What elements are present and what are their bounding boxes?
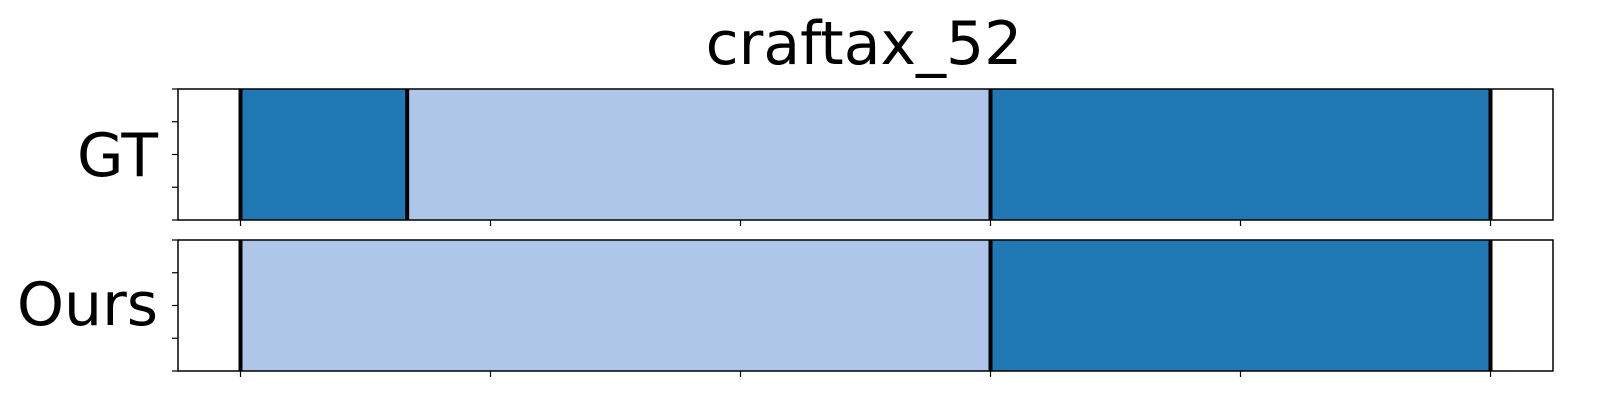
row-ours: Ours xyxy=(17,239,1554,377)
segment-gt-2 xyxy=(407,89,991,220)
chart-title: craftax_52 xyxy=(706,9,1023,79)
segment-gt-3 xyxy=(990,89,1491,220)
segment-gt-1 xyxy=(240,89,408,220)
row-label-gt: GT xyxy=(77,121,158,191)
segment-ours-1 xyxy=(240,240,991,371)
rows-layer: GT Ours xyxy=(17,88,1554,377)
segment-ours-2 xyxy=(990,240,1491,371)
row-gt: GT xyxy=(77,88,1554,226)
row-label-ours: Ours xyxy=(17,270,158,340)
